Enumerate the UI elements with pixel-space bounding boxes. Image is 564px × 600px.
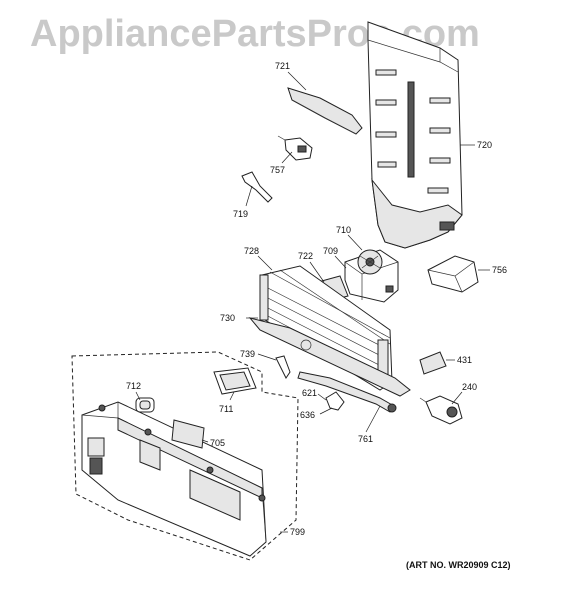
- callout-728: 728: [244, 246, 259, 256]
- part-728-evaporator-coil[interactable]: [248, 265, 411, 397]
- leader-lines: [135, 71, 490, 533]
- callout-730: 730: [220, 313, 235, 323]
- callout-705: 705: [210, 438, 225, 448]
- part-756-duct-cover[interactable]: [427, 255, 479, 293]
- callout-636: 636: [300, 410, 315, 420]
- callout-756: 756: [492, 265, 507, 275]
- part-431-plate[interactable]: [419, 351, 447, 375]
- callout-720: 720: [477, 140, 492, 150]
- part-799-control-housing[interactable]: [81, 401, 267, 557]
- callout-710: 710: [336, 225, 351, 235]
- callout-711: 711: [219, 404, 233, 414]
- art-number: (ART NO. WR20909 C12): [406, 560, 511, 570]
- part-719-bracket[interactable]: [241, 171, 273, 203]
- callout-621: 621: [302, 388, 317, 398]
- callout-712: 712: [126, 381, 141, 391]
- callout-761: 761: [358, 434, 373, 444]
- part-240-sensor[interactable]: [419, 395, 463, 425]
- callout-757: 757: [270, 165, 285, 175]
- part-761-heater[interactable]: [297, 371, 397, 413]
- callout-799: 799: [290, 527, 305, 537]
- callout-709: 709: [323, 246, 338, 256]
- part-710-fan-motor[interactable]: [344, 249, 399, 303]
- part-721-trim[interactable]: [287, 87, 363, 135]
- callout-721: 721: [275, 61, 290, 71]
- assembly-outline: [71, 351, 299, 561]
- callout-431: 431: [457, 355, 472, 365]
- part-739-clip[interactable]: [275, 355, 291, 379]
- part-621-bracket[interactable]: [325, 391, 345, 411]
- callout-739: 739: [240, 349, 255, 359]
- part-705-label[interactable]: [171, 419, 205, 449]
- part-720-evaporator-cover[interactable]: [367, 21, 463, 249]
- part-757-connector[interactable]: [277, 135, 313, 161]
- callout-240: 240: [462, 382, 477, 392]
- callout-719: 719: [233, 209, 248, 219]
- part-711-frame[interactable]: [213, 367, 257, 395]
- callout-722: 722: [298, 251, 313, 261]
- part-712-grommet[interactable]: [135, 397, 155, 413]
